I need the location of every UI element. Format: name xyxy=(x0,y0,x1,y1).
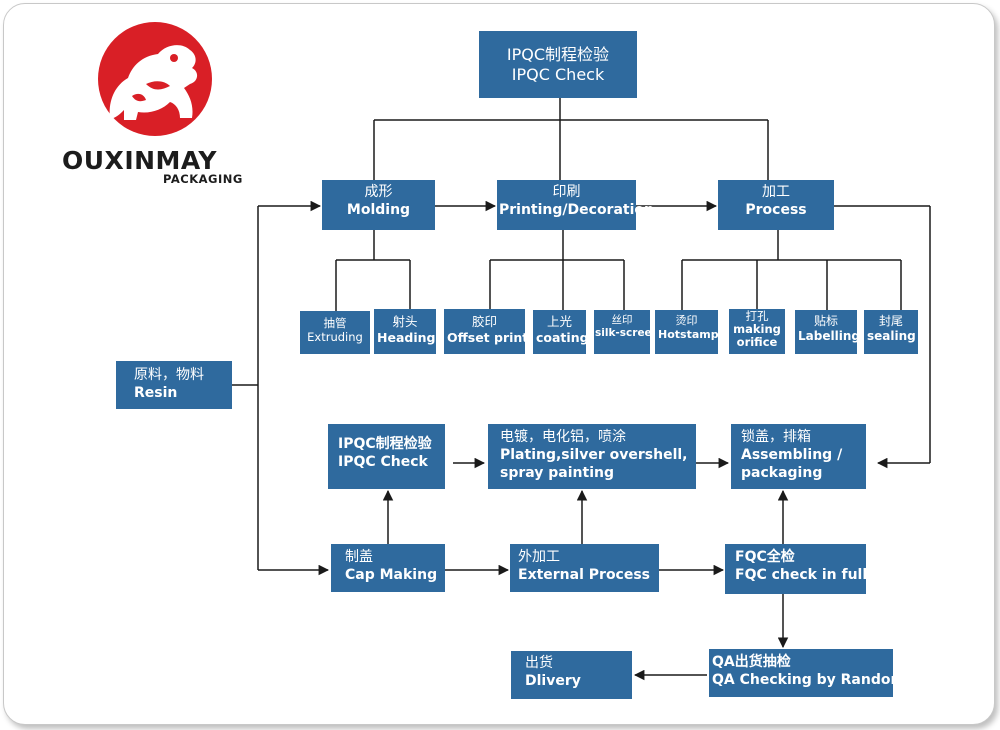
silk-screen-box: 丝印 silk-screen xyxy=(594,310,660,354)
node-label-en-2: spray painting xyxy=(500,465,614,482)
node-label-zh: 印刷 xyxy=(552,184,581,200)
external-process-box: 外加工 External Process xyxy=(510,544,659,592)
qa-checking-box: QA出货抽检 QA Checking by Random xyxy=(709,649,906,697)
delivery-box: 出货 Dlivery xyxy=(511,651,632,699)
node-label-en: Printing/Decoration xyxy=(499,201,654,218)
offset-print-box: 胶印 Offset print xyxy=(444,309,529,354)
node-label-en: IPQC Check xyxy=(511,65,605,84)
node-label-en: IPQC Check xyxy=(338,453,428,470)
node-label-en: QA Checking by Random xyxy=(712,671,906,688)
ipqc-check-top-box: IPQC制程检验 IPQC Check xyxy=(479,31,637,98)
node-label-en: sealing xyxy=(867,329,916,343)
coating-box: 上光 coating xyxy=(533,310,589,354)
node-label-en: Extruding xyxy=(307,330,363,345)
node-label-zh: 成形 xyxy=(364,184,393,200)
node-label-zh: 上光 xyxy=(546,314,572,329)
brand-subtitle: PACKAGING xyxy=(163,172,243,186)
node-label-zh: 外加工 xyxy=(518,549,560,565)
node-label-en: Offset print xyxy=(447,329,529,345)
making-orifice-box: 打孔 making orifice xyxy=(729,309,785,354)
labelling-box: 贴标 Labelling xyxy=(795,310,860,354)
node-label-en: Molding xyxy=(346,201,411,218)
process-box: 加工 Process xyxy=(718,180,834,230)
node-label-zh: 烫印 xyxy=(675,314,698,327)
node-label-en: Dlivery xyxy=(525,672,581,689)
molding-box: 成形 Molding xyxy=(322,180,435,230)
node-label-zh: 贴标 xyxy=(813,314,838,328)
heading-box: 射头 Heading xyxy=(374,309,436,354)
printing-decoration-box: 印刷 Printing/Decoration xyxy=(497,180,654,230)
node-label-zh: 制盖 xyxy=(345,549,373,565)
node-label-zh: 射头 xyxy=(392,314,418,329)
node-label-zh: IPQC制程检验 xyxy=(506,45,610,64)
node-label-en: FQC check in full xyxy=(735,566,868,583)
sealing-box: 封尾 sealing xyxy=(864,310,918,354)
node-label-zh: IPQC制程检验 xyxy=(338,436,432,452)
node-label-zh: 原料，物料 xyxy=(134,367,204,383)
node-label-en: Plating,silver overshell, xyxy=(500,447,688,464)
brand-name: OUXINMAY xyxy=(62,146,217,175)
node-label-en: coating xyxy=(536,329,589,345)
node-label-en-2: packaging xyxy=(741,465,823,482)
node-label-zh: 锁盖，排箱 xyxy=(741,429,811,445)
hotstamp-box: 烫印 Hotstamp xyxy=(655,310,719,354)
node-label-en: Cap Making xyxy=(345,566,438,583)
node-label-zh: 打孔 xyxy=(745,309,769,323)
extruding-box: 抽管 Extruding xyxy=(300,311,370,354)
lion-logo-icon xyxy=(98,22,212,136)
fqc-check-box: FQC全检 FQC check in full xyxy=(725,544,868,594)
node-label-en-2: orifice xyxy=(736,335,778,350)
node-label-en: Process xyxy=(745,201,807,218)
node-label-zh: 电镀，电化铝，喷涂 xyxy=(500,429,626,445)
plating-box: 电镀，电化铝，喷涂 Plating,silver overshell, spra… xyxy=(488,424,696,489)
node-label-zh: FQC全检 xyxy=(735,549,795,565)
node-label-zh: QA出货抽检 xyxy=(712,654,791,670)
node-label-zh: 抽管 xyxy=(323,316,347,330)
cap-making-box: 制盖 Cap Making xyxy=(331,544,445,592)
node-label-en: Resin xyxy=(134,384,178,401)
resin-box: 原料，物料 Resin xyxy=(116,361,232,409)
node-label-zh: 封尾 xyxy=(878,314,903,328)
assembling-packaging-box: 锁盖，排箱 Assembling / packaging xyxy=(731,424,866,489)
node-label-en: making xyxy=(733,322,781,337)
node-label-zh: 胶印 xyxy=(471,314,497,329)
node-label-en: Assembling / xyxy=(741,447,843,464)
node-label-zh: 丝印 xyxy=(611,314,633,326)
node-label-en: silk-screen xyxy=(595,327,660,340)
node-label-en: External Process xyxy=(518,566,651,583)
node-label-zh: 加工 xyxy=(762,184,790,200)
node-label-en: Labelling xyxy=(798,329,860,343)
ipqc-check-mid-box: IPQC制程检验 IPQC Check xyxy=(328,424,445,489)
node-label-en: Heading xyxy=(377,329,436,345)
node-label-en: Hotstamp xyxy=(658,327,719,341)
node-label-zh: 出货 xyxy=(525,655,553,671)
